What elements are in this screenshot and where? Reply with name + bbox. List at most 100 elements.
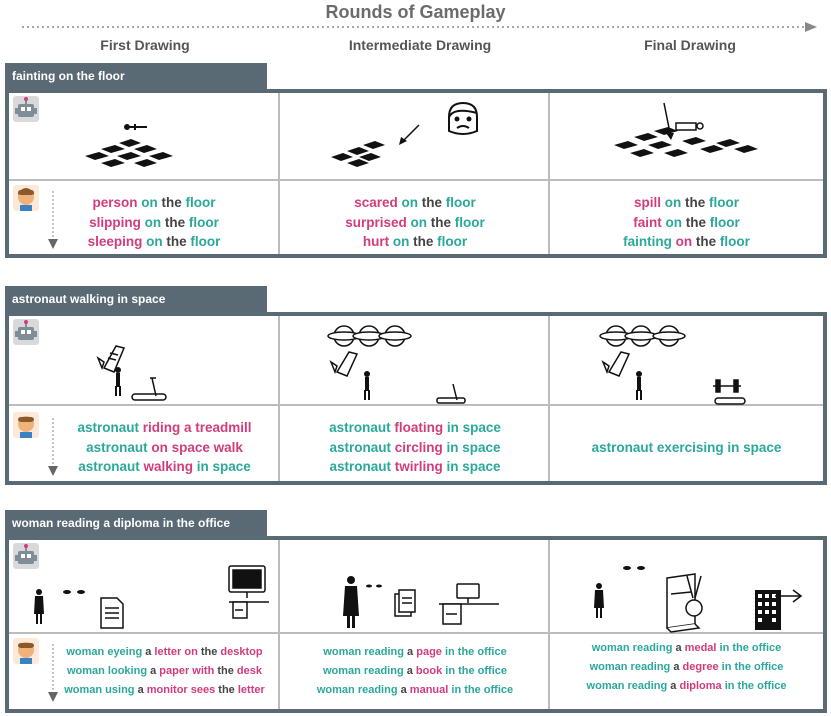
caption-word: a bbox=[670, 661, 680, 673]
caption-word: floor bbox=[186, 234, 221, 249]
caption-line: hurt on the floor bbox=[280, 232, 550, 252]
caption-word: office bbox=[748, 642, 782, 654]
caption-line: woman reading a manual in the office bbox=[280, 681, 550, 700]
section-woman: woman reading a diploma in the office bbox=[5, 510, 827, 715]
down-arrow bbox=[48, 191, 58, 249]
drawing-intermediate bbox=[331, 101, 478, 167]
person-icon bbox=[13, 638, 39, 664]
robot-icon bbox=[13, 96, 39, 122]
caption-word: spill bbox=[633, 195, 661, 210]
caption-word: monitor sees bbox=[143, 684, 216, 696]
caption-word: desktop bbox=[217, 646, 263, 658]
column-header-first: First Drawing bbox=[100, 37, 190, 53]
caption-word: in space bbox=[442, 459, 501, 474]
caption-word: astronaut bbox=[329, 459, 391, 474]
caption-word: sleeping bbox=[87, 234, 143, 249]
caption-word: in space bbox=[193, 459, 251, 474]
caption-word: the bbox=[409, 234, 434, 249]
drawing-intermediate bbox=[343, 576, 499, 628]
caption-word: floor bbox=[442, 195, 476, 210]
caption-word: woman reading bbox=[316, 684, 398, 696]
caption-word: astronaut bbox=[77, 420, 139, 435]
caption-word: the bbox=[692, 234, 717, 249]
caption-word: in space bbox=[443, 420, 501, 435]
caption-word: circling bbox=[390, 439, 443, 455]
caption-word: slipping bbox=[89, 214, 141, 230]
person-icon bbox=[13, 185, 39, 211]
caption-word: the bbox=[197, 646, 218, 658]
robot-icon bbox=[13, 319, 39, 345]
caption-word: on bbox=[137, 195, 158, 210]
caption-word: the bbox=[681, 214, 706, 230]
caption-word: faint bbox=[633, 214, 662, 230]
section-title: astronaut walking in space bbox=[5, 286, 267, 313]
caption-word: the bbox=[418, 195, 443, 210]
caption-word: floor bbox=[705, 195, 740, 210]
caption-word: manual bbox=[406, 684, 449, 696]
caption-word: hurt bbox=[362, 234, 390, 249]
caption-line: fainting on the floor bbox=[550, 232, 823, 252]
caption-line: spill on the floor bbox=[550, 193, 823, 213]
caption-word: woman reading bbox=[322, 665, 404, 677]
caption-word: medal bbox=[681, 642, 717, 654]
caption-word: floor bbox=[433, 234, 468, 249]
caption-word: in space bbox=[442, 439, 501, 455]
caption-word: desk bbox=[233, 665, 262, 677]
caption-word: astronaut bbox=[86, 439, 148, 455]
drawing-final bbox=[614, 102, 758, 157]
caption-line: woman reading a medal in the office bbox=[550, 639, 823, 658]
caption-word: fainting bbox=[623, 234, 672, 249]
down-arrow bbox=[48, 644, 58, 702]
caption-word: on bbox=[406, 214, 428, 230]
caption-word: on bbox=[671, 234, 693, 249]
drawing-final bbox=[594, 566, 803, 633]
caption-word: the bbox=[157, 195, 182, 210]
caption-line: woman reading a degree in the office bbox=[550, 658, 823, 677]
caption-word: a bbox=[134, 684, 144, 696]
row-divider bbox=[9, 632, 823, 634]
caption-word: woman using bbox=[64, 684, 135, 696]
caption-word: in the bbox=[716, 642, 749, 654]
caption-line: sleeping on the floor bbox=[29, 232, 279, 252]
caption-word: the bbox=[427, 214, 452, 230]
cell-first bbox=[9, 540, 280, 709]
caption-word: woman eyeing bbox=[66, 646, 143, 658]
caption-word: the bbox=[215, 684, 235, 696]
caption-word: in the bbox=[448, 684, 481, 696]
caption-word: diploma bbox=[676, 680, 722, 692]
caption-word: astronaut bbox=[329, 420, 391, 435]
caption-word: a bbox=[147, 665, 157, 677]
caption-line: astronaut walking in space bbox=[49, 457, 280, 477]
caption-line: woman reading a diploma in the office bbox=[550, 677, 823, 696]
caption-word: woman reading bbox=[586, 680, 668, 692]
caption-line: woman eyeing a letter on the desktop bbox=[49, 643, 280, 662]
section-astronaut: astronaut walking in space bbox=[5, 286, 827, 486]
row-divider bbox=[9, 179, 823, 181]
caption-line: astronaut exercising in space bbox=[550, 438, 823, 458]
column-header-final: Final Drawing bbox=[644, 37, 736, 53]
caption-word: riding a treadmill bbox=[138, 420, 252, 435]
caption-line: slipping on the floor bbox=[29, 213, 279, 233]
section-title: fainting on the floor bbox=[5, 63, 267, 90]
drawing-intermediate bbox=[327, 325, 466, 404]
caption-word: scared bbox=[354, 195, 398, 210]
caption-word: office bbox=[474, 646, 507, 658]
caption-word: office bbox=[480, 684, 514, 696]
rounds-arrow bbox=[22, 22, 817, 32]
caption-word: floor bbox=[706, 214, 740, 230]
robot-icon bbox=[13, 543, 39, 569]
caption-word: woman reading bbox=[589, 661, 671, 673]
row-divider bbox=[9, 404, 823, 406]
caption-line: astronaut riding a treadmill bbox=[49, 418, 280, 438]
caption-word: surprised bbox=[345, 214, 407, 230]
caption-line: person on the floor bbox=[29, 193, 279, 213]
caption-word: letter bbox=[234, 684, 265, 696]
caption-word: woman looking bbox=[66, 665, 148, 677]
